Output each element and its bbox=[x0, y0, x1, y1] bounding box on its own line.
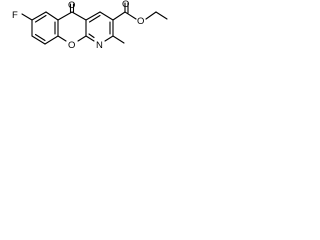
bond bbox=[34, 33, 46, 42]
bond bbox=[85, 11, 101, 21]
pyranone-ring bbox=[57, 3, 87, 42]
ring-oxygen-label: O bbox=[68, 40, 75, 51]
bond bbox=[77, 35, 87, 42]
benzene-ring bbox=[31, 11, 59, 45]
pyridine-ring bbox=[85, 11, 114, 42]
pyridine-nitrogen-label: N bbox=[96, 40, 103, 51]
bond bbox=[88, 14, 101, 23]
chemical-structure-canvas: F O O O O N bbox=[0, 0, 172, 73]
fluorine-label: F bbox=[12, 10, 18, 21]
bond bbox=[155, 11, 168, 20]
bond bbox=[104, 35, 114, 42]
bond bbox=[57, 35, 67, 42]
bond bbox=[112, 35, 125, 44]
bond bbox=[71, 11, 87, 21]
bond bbox=[99, 11, 114, 21]
ester-carbonyl-oxygen-label: O bbox=[122, 0, 129, 10]
ketone-oxygen-label: O bbox=[68, 0, 75, 11]
bond bbox=[21, 13, 33, 21]
bond bbox=[44, 35, 59, 45]
bond bbox=[31, 11, 47, 21]
bond bbox=[45, 11, 59, 21]
ester-ether-oxygen-label: O bbox=[137, 16, 144, 27]
bond bbox=[112, 11, 126, 21]
bond bbox=[85, 35, 95, 42]
chemical-structure-diagram: F O O O O N bbox=[12, 0, 168, 51]
bond bbox=[34, 14, 47, 23]
bond bbox=[88, 33, 95, 39]
bond bbox=[31, 35, 46, 45]
bond bbox=[145, 11, 157, 20]
bond bbox=[57, 11, 73, 21]
ester-group bbox=[112, 2, 168, 21]
bond bbox=[124, 11, 137, 20]
